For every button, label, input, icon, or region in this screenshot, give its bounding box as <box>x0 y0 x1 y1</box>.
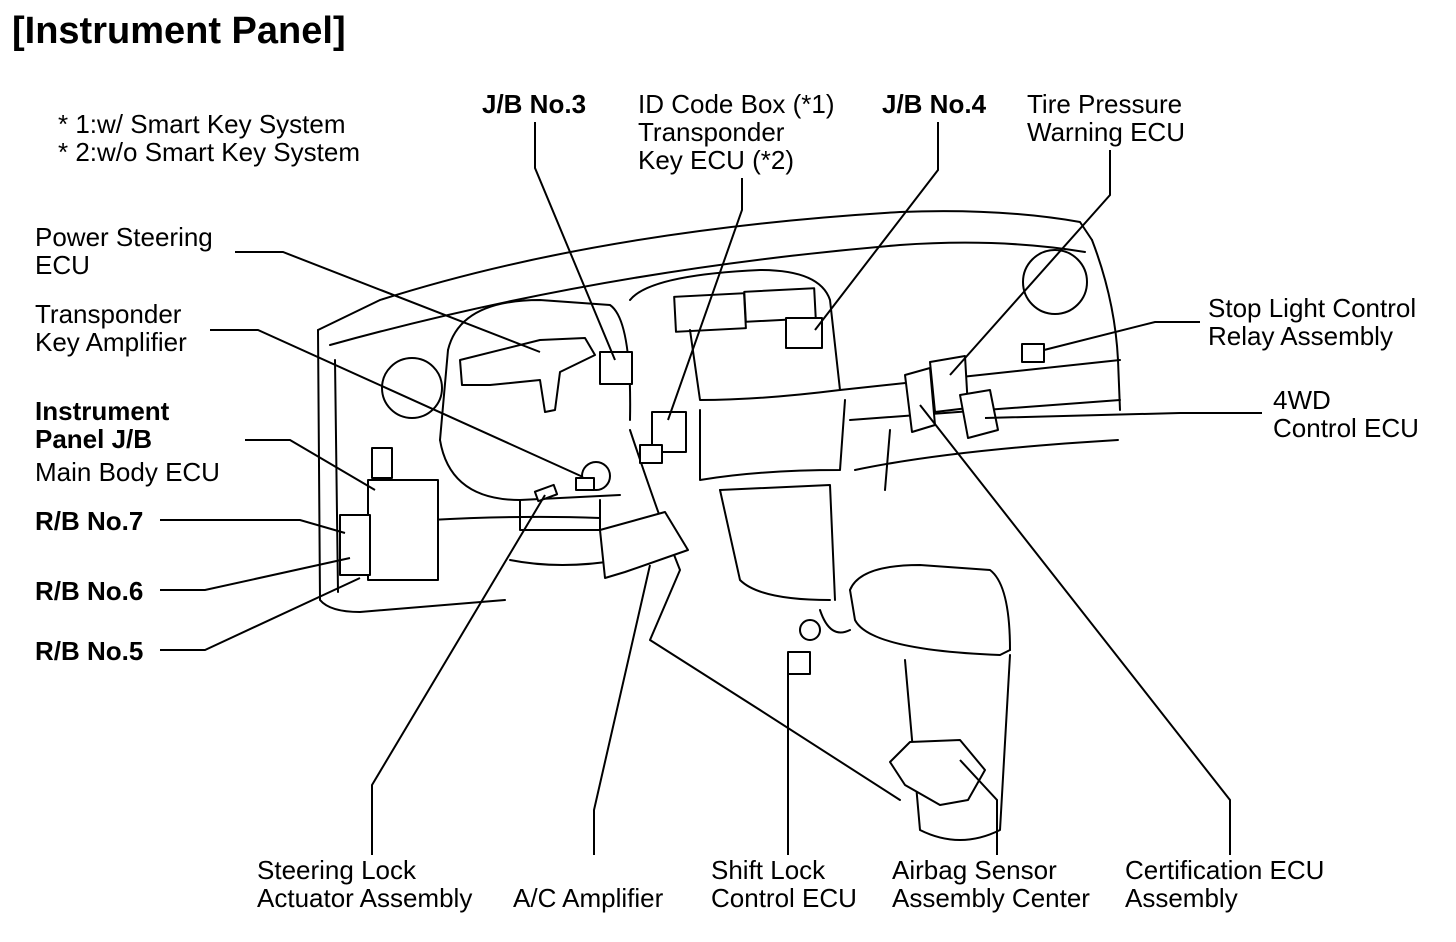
label-jb-no3: J/B No.3 <box>482 89 587 119</box>
note-smart-key: * 1:w/ Smart Key System <box>58 109 346 139</box>
leader-tire-pressure <box>949 150 1111 376</box>
leader-rb-no7 <box>160 519 346 534</box>
leader-jb-no3 <box>534 122 616 361</box>
leader-ac-amplifier <box>593 564 651 855</box>
instrument-panel-jb-part <box>367 479 439 581</box>
label-rb-no7: R/B No.7 <box>35 506 144 536</box>
leader-airbag-sensor <box>959 759 998 855</box>
leader-rb-no5 <box>160 577 361 651</box>
stop-light-relay-part <box>1021 343 1045 363</box>
leader-jb-no4 <box>814 122 939 331</box>
leader-transponder-amp <box>210 329 584 478</box>
ac-amplifier-part <box>599 511 689 579</box>
shift-lock-part <box>787 651 811 675</box>
fwd-ecu-part <box>959 389 999 439</box>
label-rb-no5: R/B No.5 <box>35 636 144 666</box>
leader-id-code-box <box>667 178 743 421</box>
note-no-smart-key: * 2:w/o Smart Key System <box>58 137 360 167</box>
leader-certification <box>919 404 1231 855</box>
leader-rb-no6 <box>160 557 351 591</box>
label-ac-amplifier: A/C Amplifier <box>513 883 664 913</box>
leader-steering-lock <box>371 494 546 855</box>
jb-no3-part <box>599 351 633 385</box>
label-main-body-ecu: Main Body ECU <box>35 457 220 487</box>
airbag-sensor-part <box>889 739 986 806</box>
jb-no4-part <box>785 317 823 349</box>
leader-stop-light <box>1043 321 1200 351</box>
label-rb-no6: R/B No.6 <box>35 576 144 606</box>
components <box>339 317 1045 806</box>
page-title: [Instrument Panel] <box>12 10 346 52</box>
dashboard-outline <box>317 210 1121 841</box>
certification-ecu-part <box>904 367 936 433</box>
leader-power-steering <box>235 251 541 353</box>
leader-instrument-jb <box>245 439 376 491</box>
label-jb-no4: J/B No.4 <box>882 89 987 119</box>
leader-lines <box>160 122 1262 855</box>
leader-fwd <box>984 412 1262 419</box>
